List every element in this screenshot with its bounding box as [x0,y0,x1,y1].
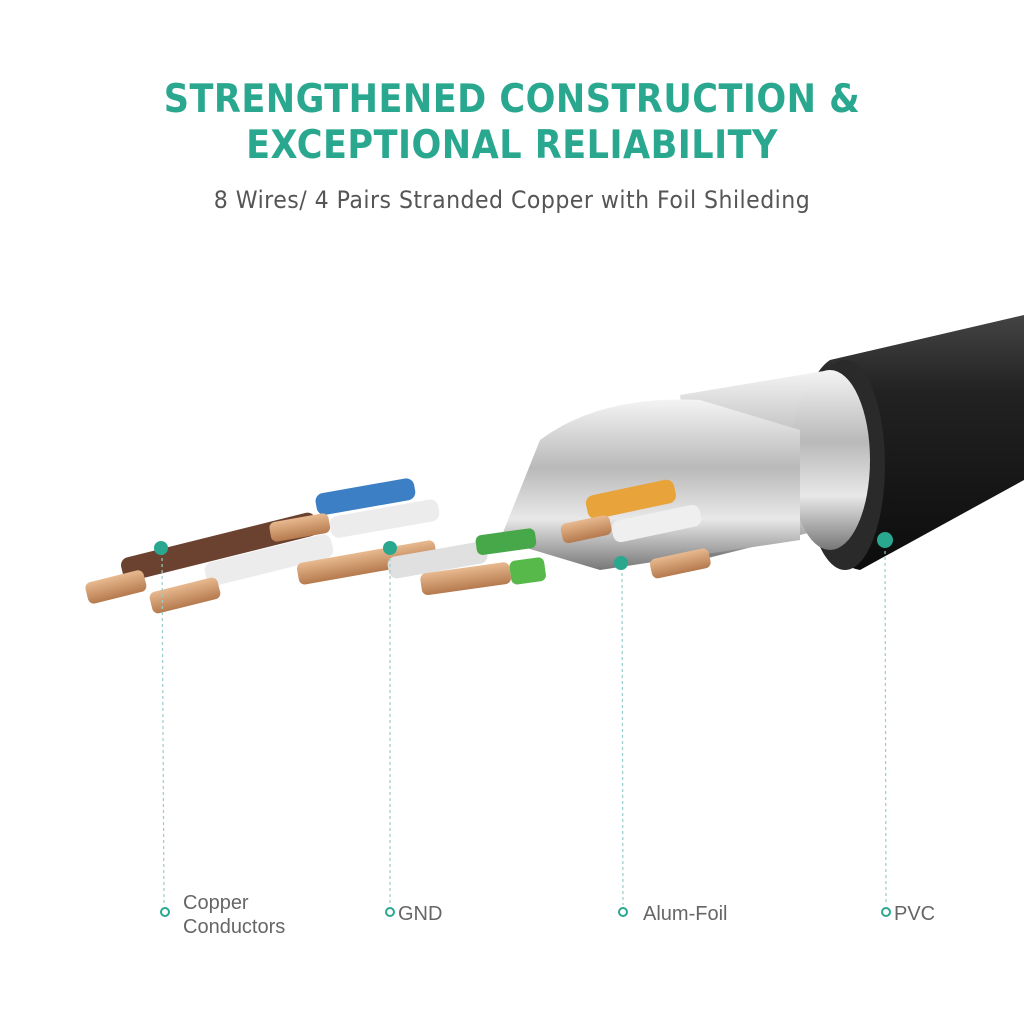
callout-copper-line1: Copper [183,892,249,914]
callout-gnd: GND [398,903,443,925]
callout-copper-conductors: Copper Conductors [183,891,285,939]
headline-line-1: STRENGTHENED CONSTRUCTION & [163,77,861,122]
callout-leaders [161,544,887,906]
callout-markers [160,907,891,917]
callout-dots [154,532,893,570]
headline-line-2: EXCEPTIONAL RELIABILITY [246,123,778,168]
subtitle: 8 Wires/ 4 Pairs Stranded Copper with Fo… [213,186,811,214]
wire-pairs [85,478,711,614]
callout-alum-foil: Alum-Foil [643,903,728,925]
callout-pvc: PVC [894,903,936,925]
foil-shield [500,370,870,570]
callout-copper-line2: Conductors [183,916,286,938]
